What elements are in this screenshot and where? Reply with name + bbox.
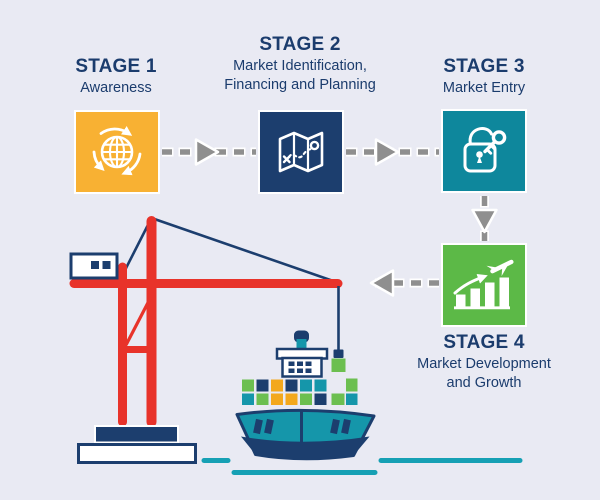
ship-container-row-2: [242, 393, 358, 405]
ship-funnel: [296, 339, 307, 350]
stage1-subtitle: Awareness: [80, 80, 152, 96]
stage4-box: [441, 243, 527, 327]
crane-hanging-container: [331, 358, 346, 372]
ship-container: [242, 379, 254, 392]
stage4-subtitle: Market Development and Growth: [417, 356, 551, 391]
ship-container: [346, 378, 358, 392]
stage4-title: STAGE 4: [443, 332, 525, 353]
folded-map-route-icon: [278, 131, 324, 173]
crane-diagonal-brace: [124, 292, 155, 346]
ship-container: [285, 379, 298, 392]
stage2-label: STAGE 2 Market Identification, Financing…: [200, 33, 400, 95]
crane-cable-right: [151, 216, 340, 285]
ship-container: [314, 393, 327, 405]
arrow-stage4-to-port: [369, 269, 439, 297]
growth-arrow: [453, 273, 488, 295]
ship-container: [300, 393, 312, 405]
ship-hull-bottom: [241, 436, 370, 459]
padlock-body: [463, 142, 497, 173]
ship-container: [271, 379, 283, 392]
key: [483, 130, 507, 155]
arrow-stage1-to-stage2: [162, 138, 256, 166]
ship-container: [346, 393, 358, 405]
growth-chart-airplane-icon: [453, 259, 514, 310]
stage3-subtitle: Market Entry: [442, 80, 526, 96]
stage3-box: [441, 109, 527, 193]
crane-cab-window: [102, 261, 111, 269]
padlock-shackle: [468, 127, 493, 146]
ship-container: [256, 393, 269, 405]
ship-container-row-1: [242, 378, 358, 392]
ship-container: [242, 393, 254, 405]
stage1-title: STAGE 1: [75, 56, 157, 77]
airplane-icon: [486, 259, 514, 277]
ship-container: [271, 393, 283, 405]
ship-container: [331, 393, 345, 405]
chart-bars: [456, 277, 509, 307]
crane-cab-window: [91, 261, 99, 269]
ship-container: [256, 379, 269, 392]
crane-hook-block: [333, 349, 344, 358]
arrowhead-right-icon: [194, 138, 220, 166]
crane-base-block: [94, 425, 179, 444]
arrow-stage3-to-stage4: [471, 196, 498, 241]
stage1-box: [74, 110, 160, 194]
port-crane: [69, 216, 346, 464]
globe-cycle-icon: [92, 126, 142, 176]
ship-bridge-windows: [288, 361, 312, 373]
ship-bridge: [281, 356, 323, 378]
ship-container: [300, 379, 312, 392]
padlock-key-icon: [463, 127, 507, 173]
arrowhead-left-icon: [369, 269, 395, 297]
stage3-label: STAGE 3 Market Entry: [384, 55, 584, 98]
crane-base-platform: [77, 443, 197, 464]
keyhole: [476, 151, 483, 158]
arrow-stage2-to-stage3: [346, 138, 439, 166]
stage2-box: [258, 110, 344, 194]
ship-hull-windows: [253, 418, 351, 435]
water-lines: [201, 458, 523, 475]
keyhole-stem: [477, 156, 482, 163]
arrowhead-down-icon: [471, 208, 498, 234]
stage2-title: STAGE 2: [259, 34, 341, 55]
stage2-subtitle: Market Identification, Financing and Pla…: [224, 58, 376, 93]
stage1-label: STAGE 1 Awareness: [16, 55, 216, 98]
cargo-ship: [235, 330, 376, 461]
stage4-label: STAGE 4 Market Development and Growth: [384, 331, 584, 393]
ship-container: [314, 379, 327, 392]
stage3-title: STAGE 3: [443, 56, 525, 77]
arrowhead-right-icon: [374, 138, 400, 166]
ship-container: [285, 393, 298, 405]
